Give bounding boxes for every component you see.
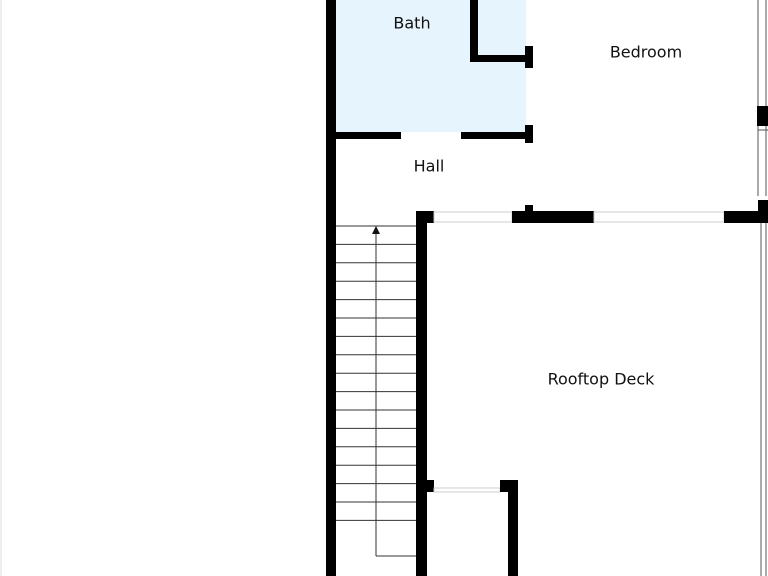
room-label-rooftop-deck: Rooftop Deck xyxy=(548,370,656,389)
deck-wall-corner-post xyxy=(758,200,768,214)
bath-room-fill xyxy=(335,0,526,132)
deck-window-left xyxy=(433,211,513,223)
bath-wall-vertical xyxy=(470,0,478,60)
hall-bedroom-wall-stub xyxy=(525,205,533,213)
deck-wall-top-right xyxy=(724,211,768,223)
bath-hall-wall-post xyxy=(525,125,533,143)
bath-bedroom-wall-post xyxy=(525,46,533,68)
closet-opening xyxy=(433,487,501,493)
bath-wall-bottom-left xyxy=(335,132,401,139)
deck-wall-top-middle xyxy=(512,211,594,223)
deck-window-right xyxy=(593,211,725,223)
exterior-wall-left xyxy=(326,0,336,576)
bedroom-window-mullion xyxy=(757,106,768,126)
bath-wall-horizontal-top xyxy=(470,55,530,62)
deck-wall-left xyxy=(416,211,427,576)
bath-wall-bottom-right xyxy=(461,132,529,139)
stair-arrow-head xyxy=(372,226,380,234)
closet-wall-right xyxy=(508,480,518,576)
room-label-hall: Hall xyxy=(414,157,445,176)
closet-wall-post-left xyxy=(416,480,434,492)
bath-door-opening xyxy=(401,132,461,139)
room-label-bath: Bath xyxy=(393,14,430,33)
stair-arrow xyxy=(372,226,416,557)
room-label-bedroom: Bedroom xyxy=(610,43,682,62)
